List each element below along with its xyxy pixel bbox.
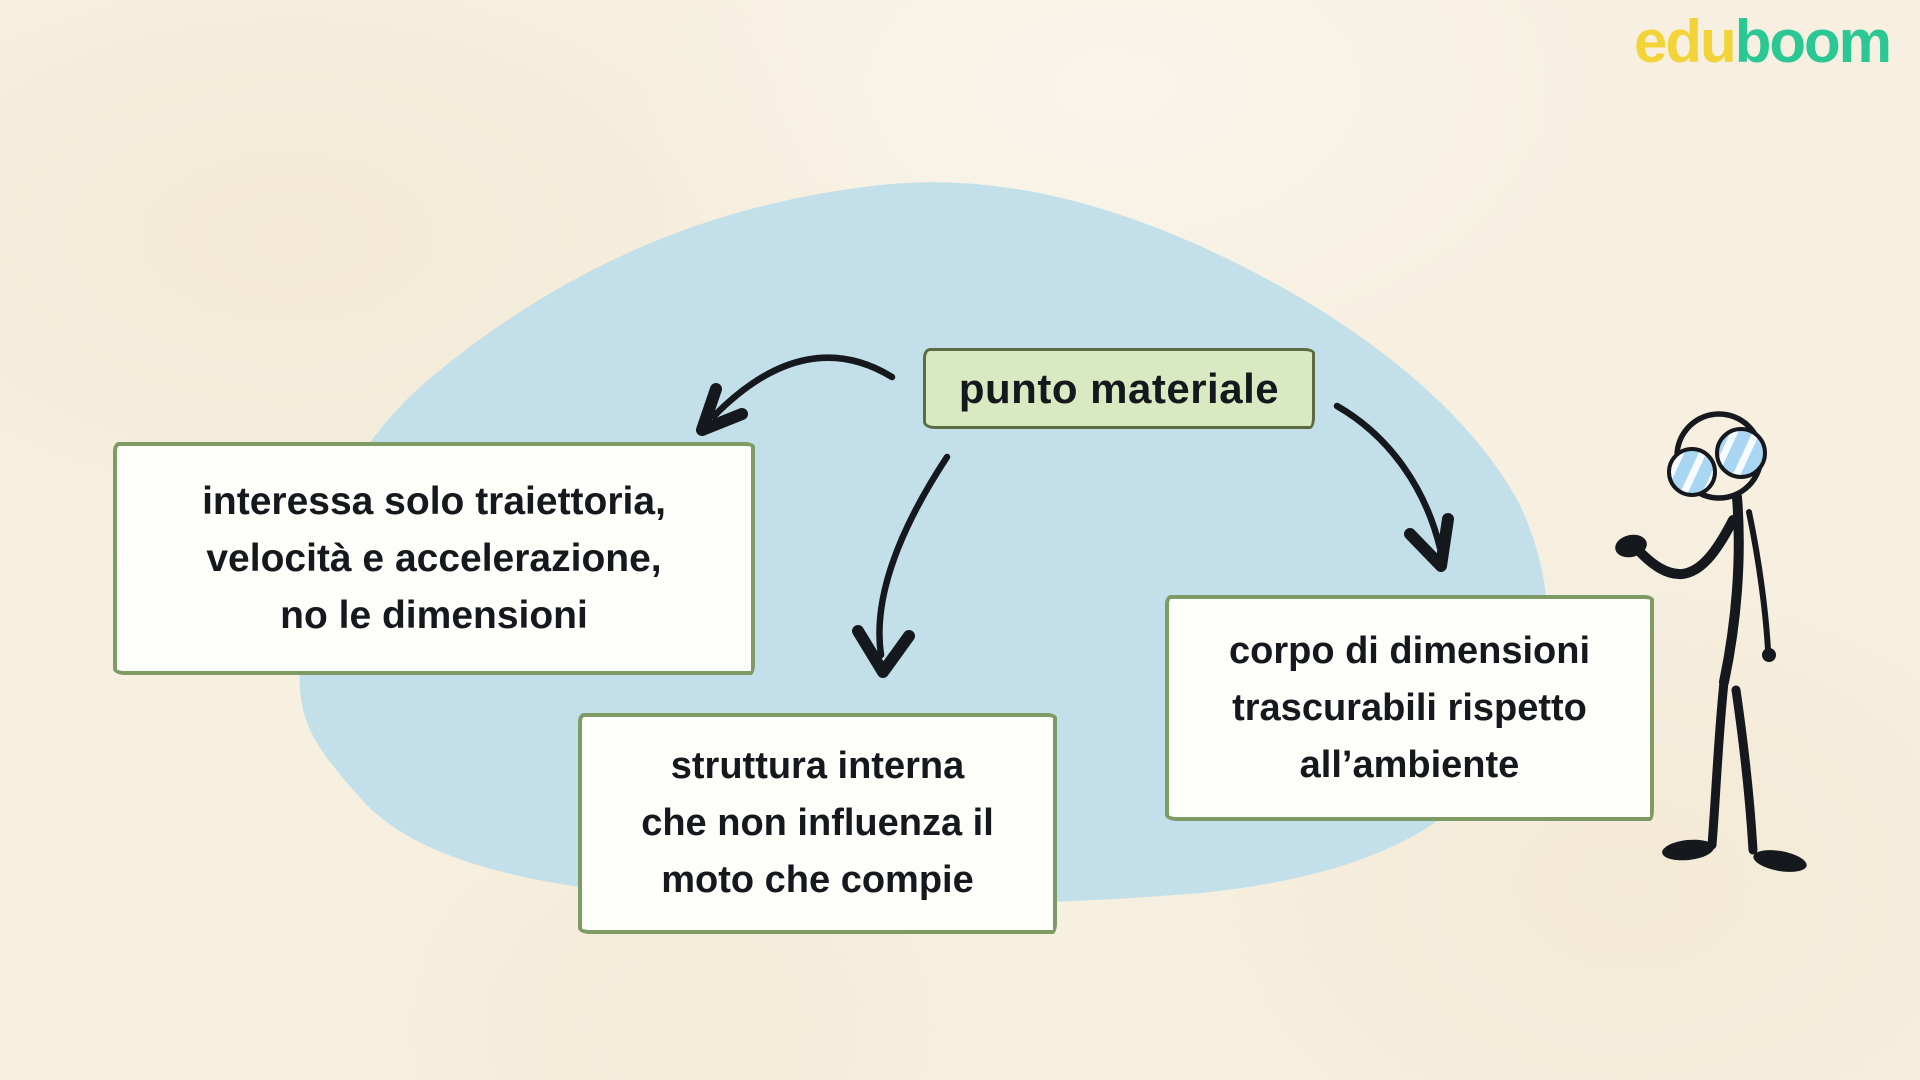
figure-hand-left bbox=[1615, 534, 1647, 558]
branch-line: che non influenza il bbox=[641, 802, 994, 844]
branch-line: velocità e accelerazione, bbox=[206, 537, 662, 580]
figure-leg-right bbox=[1731, 685, 1758, 855]
branch-line: no le dimensioni bbox=[280, 594, 588, 637]
root-node-punto-materiale: punto materiale bbox=[923, 348, 1315, 429]
arrow-to-bottom-branch bbox=[852, 453, 951, 678]
arrow-to-right-branch bbox=[1333, 402, 1454, 572]
branch-node-struttura-interna: struttura interna che non influenza il m… bbox=[578, 713, 1057, 934]
branch-line: moto che compie bbox=[661, 859, 974, 901]
branch-line: all’ambiente bbox=[1299, 743, 1520, 786]
branch-line: struttura interna bbox=[670, 745, 965, 787]
arrow-to-left-branch bbox=[696, 354, 896, 436]
figure-torso bbox=[1719, 492, 1744, 687]
figure-foot-right bbox=[1753, 850, 1807, 872]
logo-boom: boom bbox=[1734, 8, 1892, 75]
eduboom-logo: eduboom bbox=[1634, 12, 1892, 72]
branch-node-corpo-dimensioni: corpo di dimensioni trascurabili rispett… bbox=[1165, 595, 1654, 821]
figure-leg-left bbox=[1707, 677, 1729, 850]
figure-head bbox=[1674, 411, 1764, 501]
branch-line: interessa solo traiettoria, bbox=[202, 480, 666, 523]
branch-line: corpo di dimensioni bbox=[1228, 629, 1591, 672]
glasses-lens-left-icon bbox=[1667, 447, 1717, 497]
branch-line: trascurabili rispetto bbox=[1232, 686, 1587, 729]
figure-arm-pointing bbox=[1636, 515, 1738, 580]
figure-hand-right bbox=[1762, 648, 1776, 662]
figure-arm-hanging bbox=[1746, 509, 1771, 653]
branch-node-traiettoria: interessa solo traiettoria, velocità e a… bbox=[113, 442, 755, 675]
root-node-label: punto materiale bbox=[958, 364, 1280, 412]
figure-foot-left bbox=[1662, 839, 1714, 861]
glasses-lens-right-icon bbox=[1715, 427, 1767, 479]
logo-edu: edu bbox=[1634, 8, 1737, 75]
